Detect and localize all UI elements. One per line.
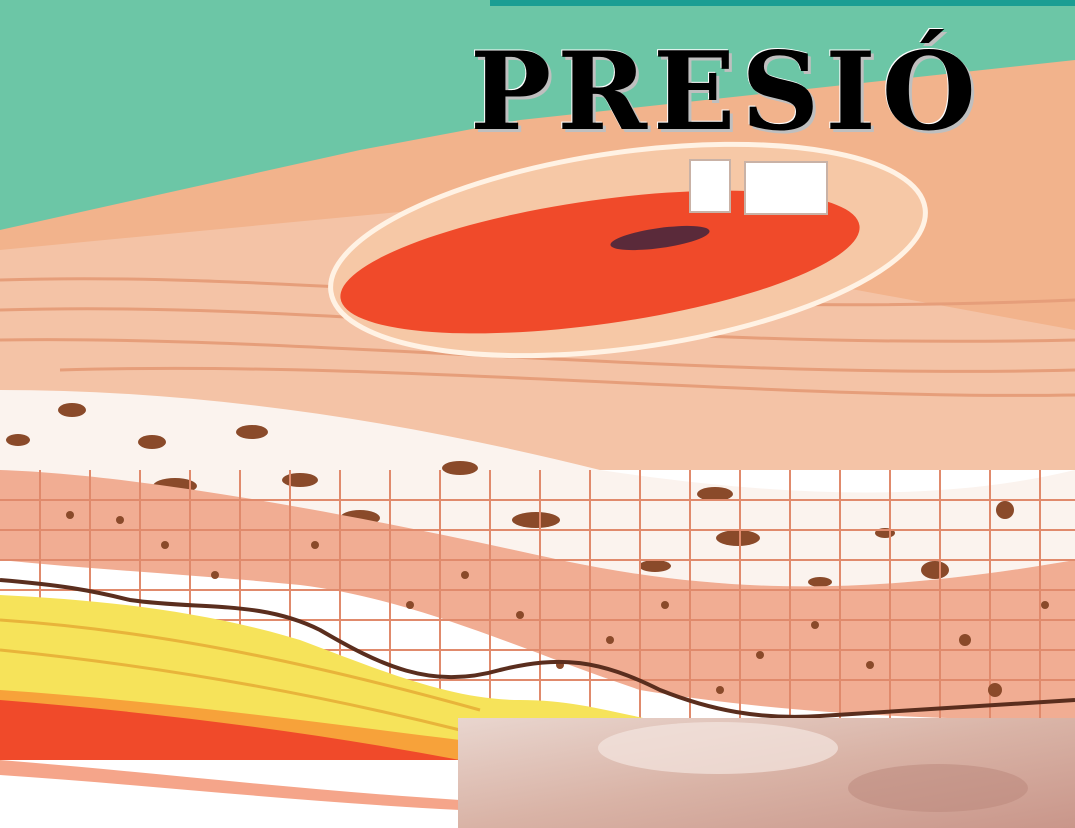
skin-highlight bbox=[598, 722, 838, 774]
top-bar bbox=[490, 0, 1075, 6]
skin-photo bbox=[458, 718, 1075, 828]
bone-fragment bbox=[690, 160, 730, 212]
skin-shadow bbox=[848, 764, 1028, 812]
slide-title: PRESIÓ bbox=[470, 38, 982, 146]
bone-fragment bbox=[745, 162, 827, 214]
